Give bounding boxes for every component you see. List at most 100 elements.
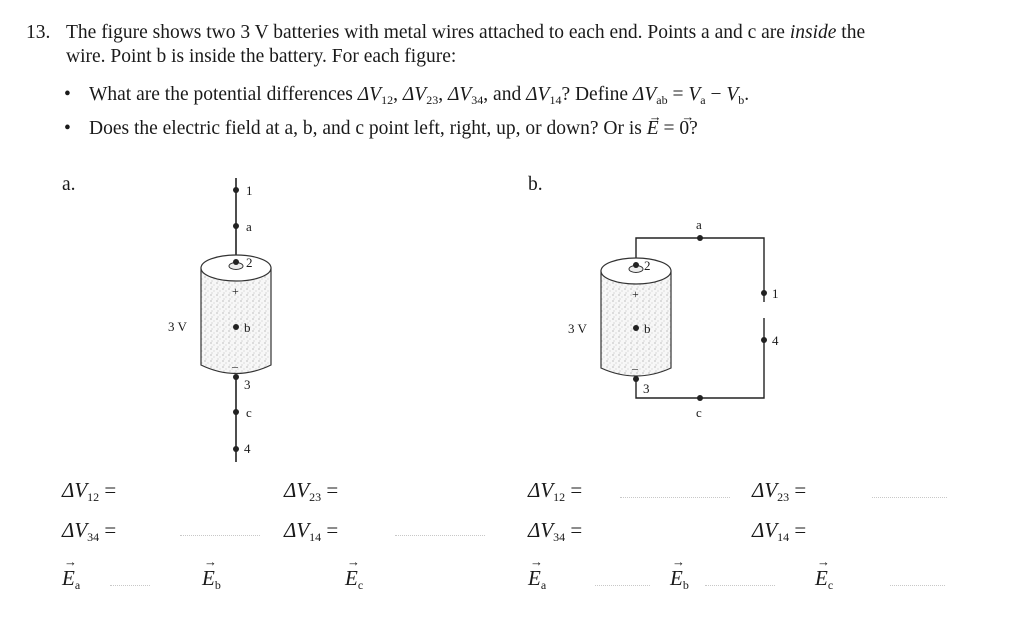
answer-b-eb: Eb (670, 554, 689, 592)
point-2 (233, 259, 239, 265)
figure-b-label: b. (528, 174, 543, 195)
subscript: 14 (309, 530, 322, 544)
minus-sign: – (231, 359, 239, 373)
equals: = (99, 518, 117, 542)
plus-sign: + (232, 284, 239, 298)
question-text: The figure shows two 3 V batteries with … (66, 22, 790, 43)
delta-v: ΔV (62, 518, 88, 542)
delta-v: ΔV (752, 518, 778, 542)
answer-blank[interactable] (890, 584, 945, 586)
point-a (697, 235, 703, 241)
label-4: 4 (244, 441, 251, 456)
subscript: c (827, 578, 834, 592)
delta-v: ΔV (357, 84, 382, 105)
e-vector: E (202, 554, 217, 591)
answer-a-ea: Ea (62, 554, 81, 592)
minus: − (705, 84, 727, 105)
answer-blank[interactable] (180, 534, 260, 536)
label-1: 1 (772, 286, 779, 301)
answer-b-ec: Ec (815, 554, 834, 592)
equals: = (789, 478, 807, 502)
point-3 (633, 376, 639, 382)
subscript: ab (656, 93, 668, 107)
sep: , and (483, 84, 527, 105)
answer-b-ea: Ea (528, 554, 547, 592)
bullet-text: Does the electric field at a, b, and c p… (89, 118, 647, 139)
plus-sign: + (632, 287, 639, 301)
delta-v: ΔV (526, 84, 550, 105)
subscript: a (540, 578, 547, 592)
question-line-1: The figure shows two 3 V batteries with … (66, 20, 865, 46)
subscript: 12 (381, 93, 394, 107)
label-a: a (246, 219, 252, 234)
answer-b-dv23: ΔV23 = (752, 478, 806, 503)
answer-blank[interactable] (595, 584, 650, 586)
label-c: c (696, 405, 702, 420)
answer-b-dv14: ΔV14 = (752, 518, 806, 543)
emphasis-inside: inside (789, 22, 837, 43)
equals: = (789, 518, 807, 542)
equals: = (321, 478, 339, 502)
equals: = (658, 118, 680, 139)
delta-v: ΔV (528, 518, 554, 542)
equals: = (99, 478, 117, 502)
equals: = (565, 478, 583, 502)
answer-blank[interactable] (395, 534, 485, 536)
label-b: b (644, 321, 651, 336)
point-c (697, 395, 703, 401)
zero-vector: 0 (679, 104, 694, 142)
question-text: the (836, 22, 866, 43)
delta-v: ΔV (284, 518, 310, 542)
subscript: 14 (777, 530, 790, 544)
bullet-text: What are the potential differences (89, 84, 358, 105)
point-4 (761, 337, 767, 343)
bullet-potential-differences: What are the potential differences ΔV12,… (89, 82, 749, 108)
delta-v: ΔV (632, 84, 657, 105)
period: . (744, 84, 750, 105)
bullet-electric-field: Does the electric field at a, b, and c p… (89, 104, 698, 142)
answer-blank[interactable] (705, 584, 775, 586)
subscript: b (214, 578, 221, 592)
question-line-2: wire. Point b is inside the battery. For… (66, 46, 457, 67)
voltage-label: 3 V (568, 321, 588, 336)
subscript: b (738, 93, 745, 107)
subscript: b (682, 578, 689, 592)
subscript: a (74, 578, 81, 592)
delta-v: ΔV (62, 478, 88, 502)
answer-blank[interactable] (620, 496, 730, 498)
label-b: b (244, 320, 251, 335)
answer-b-dv12: ΔV12 = (528, 478, 582, 503)
e-vector: E (815, 554, 830, 591)
answer-blank[interactable] (872, 496, 947, 498)
equals: = (565, 518, 583, 542)
point-4 (233, 446, 239, 452)
v-symbol: V (726, 84, 739, 105)
answer-a-dv12: ΔV12 = (62, 478, 116, 503)
delta-v: ΔV (752, 478, 778, 502)
question-number: 13. (26, 22, 51, 43)
label-3: 3 (643, 381, 650, 396)
e-vector: E (647, 104, 662, 142)
subscript: 34 (471, 93, 484, 107)
e-vector: E (670, 554, 685, 591)
point-b (233, 324, 239, 330)
answer-blank[interactable] (110, 584, 150, 586)
label-c: c (246, 405, 252, 420)
point-a (233, 223, 239, 229)
answer-a-dv14: ΔV14 = (284, 518, 338, 543)
subscript: 14 (549, 93, 562, 107)
e-vector: E (62, 554, 77, 591)
answer-a-dv34: ΔV34 = (62, 518, 116, 543)
sep: , (393, 84, 403, 105)
answer-a-eb: Eb (202, 554, 221, 592)
subscript: 12 (553, 490, 566, 504)
sep: ? Define (561, 84, 633, 105)
bullet-icon: • (64, 84, 71, 105)
equals: = (667, 84, 689, 105)
figure-a: 1 a 2 b 3 c 4 + – 3 V (168, 178, 272, 462)
subscript: a (700, 93, 706, 107)
delta-v: ΔV (528, 478, 554, 502)
subscript: 23 (309, 490, 322, 504)
minus-sign: – (631, 361, 639, 375)
subscript: 23 (777, 490, 790, 504)
